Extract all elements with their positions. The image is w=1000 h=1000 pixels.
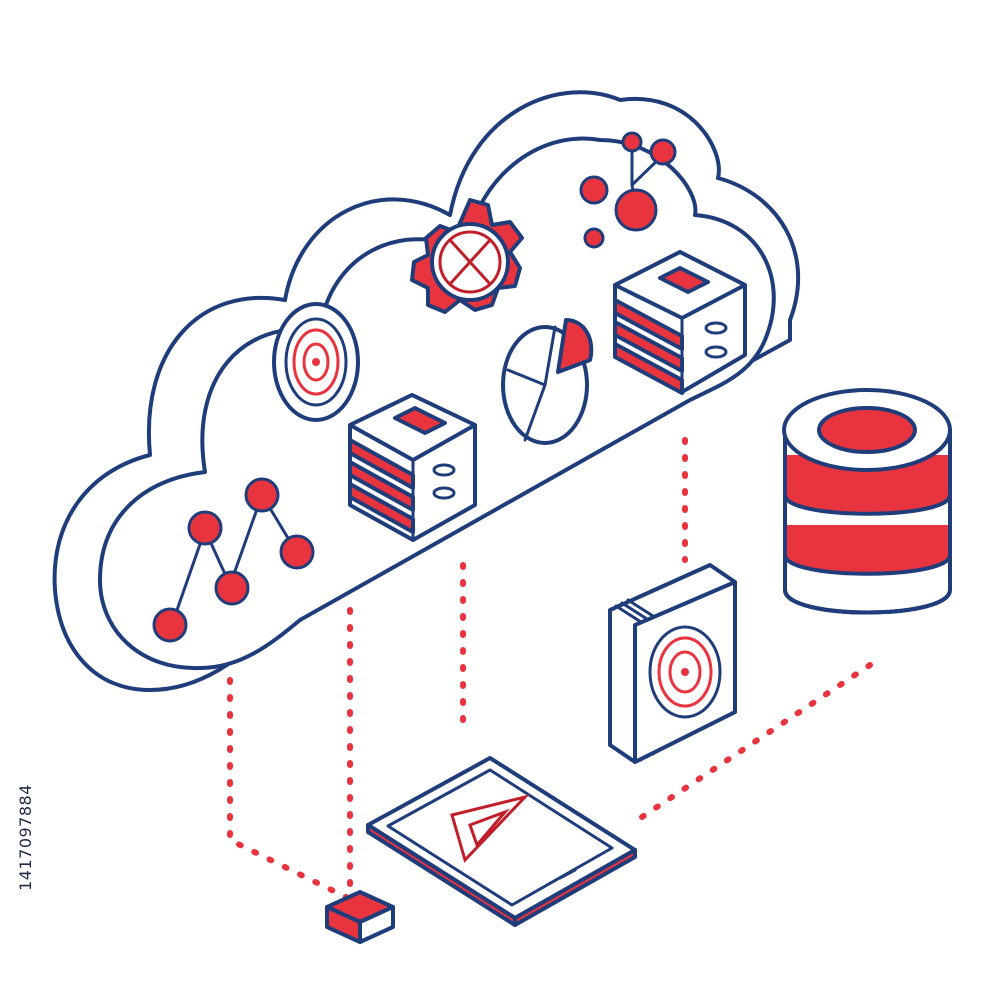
server-rack-icon	[613, 250, 747, 395]
pie-chart-icon	[501, 318, 594, 445]
database-icon	[782, 388, 952, 615]
stock-image-id: 1417097884	[12, 752, 38, 922]
connection-lines	[227, 437, 873, 903]
cloud-icon	[52, 90, 801, 692]
stock-image-id-text: 1417097884	[15, 783, 35, 891]
target-disc-icon	[272, 302, 360, 422]
cube-icon	[325, 890, 395, 944]
play-icon	[450, 794, 530, 863]
tablet-icon	[366, 756, 637, 927]
network-graph-icon	[152, 477, 315, 643]
gear-icon	[410, 198, 524, 314]
card-stack-icon	[608, 563, 737, 764]
server-rack-icon	[348, 393, 477, 542]
bubble-cluster-icon	[579, 131, 677, 249]
